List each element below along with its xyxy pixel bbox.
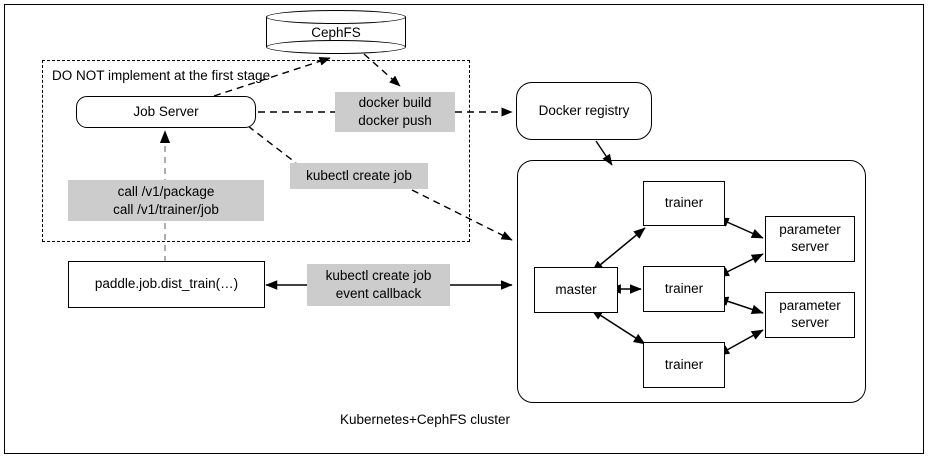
paddle-dist-train-label: paddle.job.dist_train(…) [94, 276, 239, 292]
edge-registry-to-cluster [595, 140, 613, 166]
cephfs-label: CephFS [311, 24, 361, 40]
parameter-server-2-line1: parameter [779, 298, 841, 314]
kubectl-create-job-text: kubectl create job [306, 168, 412, 184]
edge-jobserver-to-kubectl-create-job [247, 125, 297, 164]
job-server-label: Job Server [133, 103, 199, 119]
trainer-3-label: trainer [664, 356, 704, 372]
edge-trainer2-ps2 [716, 296, 764, 314]
edge-kubectl-create-job-to-cluster [411, 189, 513, 241]
edge-trainer1-ps1 [716, 217, 764, 239]
not-implemented-region [42, 60, 470, 242]
region-note-label: DO NOT implement at the first stage [52, 68, 271, 83]
call-package-text: call /v1/package [117, 183, 215, 199]
job-server-node[interactable]: Job Server [76, 96, 256, 128]
parameter-server-1-line2: server [791, 239, 829, 254]
cylinder-bottom [266, 40, 406, 54]
edge-trainer2-ps1 [717, 253, 764, 277]
trainer-1-label: trainer [664, 195, 704, 211]
cluster-caption: Kubernetes+CephFS cluster [340, 412, 510, 427]
parameter-server-2-line2: server [791, 315, 829, 330]
trainer-2-label: trainer [664, 280, 704, 296]
parameter-server-1-line1: parameter [779, 222, 841, 238]
parameter-server-node-1[interactable]: parameter server [765, 216, 855, 262]
edge-master-trainer1 [591, 227, 646, 273]
api-calls-label: call /v1/package call /v1/trainer/job [68, 180, 264, 221]
docker-registry-label: Docker registry [538, 102, 630, 118]
kubectl-create-job-label: kubectl create job [290, 163, 428, 189]
edge-master-trainer3 [590, 308, 646, 345]
event-callback-text: event callback [335, 286, 422, 301]
docker-registry-node[interactable]: Docker registry [516, 82, 652, 140]
call-trainer-job-text: call /v1/trainer/job [113, 201, 219, 217]
trainer-node-1[interactable]: trainer [643, 181, 725, 226]
parameter-server-node-2[interactable]: parameter server [765, 292, 855, 338]
kubectl-event-callback-label: kubectl create job event callback [307, 264, 450, 306]
edge-trainer3-ps2 [717, 329, 764, 356]
cylinder-top [266, 10, 406, 24]
outer-frame [4, 4, 924, 454]
paddle-dist-train-node[interactable]: paddle.job.dist_train(…) [68, 261, 265, 308]
docker-push-text: docker push [358, 113, 432, 128]
trainer-node-2[interactable]: trainer [643, 266, 725, 312]
kubectl-create-job-event-text: kubectl create job [325, 268, 432, 284]
master-node[interactable]: master [534, 267, 618, 313]
cephfs-datastore[interactable]: CephFS [266, 10, 406, 54]
edge-cephfs-to-docker-cmds [363, 53, 401, 87]
master-label: master [555, 281, 597, 297]
edge-jobserver-to-cephfs [213, 57, 331, 97]
trainer-node-3[interactable]: trainer [643, 342, 725, 388]
docker-build-text: docker build [358, 95, 432, 111]
docker-commands-label: docker build docker push [335, 92, 455, 132]
